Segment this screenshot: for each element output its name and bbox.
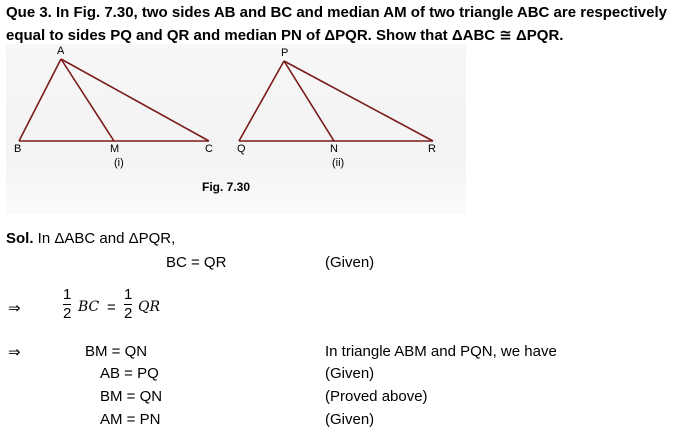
frac-left-num: 1 [63, 286, 72, 303]
left-var: BC [78, 299, 100, 315]
step4-statement: AB = PQ [100, 365, 159, 382]
fraction-right: 1 2 [124, 286, 133, 322]
step5-reason: (Proved above) [325, 388, 428, 405]
side-ac [60, 58, 210, 142]
frac-right-den: 2 [124, 305, 133, 322]
step6-reason: (Given) [325, 411, 375, 428]
step1-reason: (Given) [325, 254, 375, 271]
label-b: B [14, 143, 22, 155]
implies-arrow-2: ⇒ [8, 344, 21, 361]
side-pq [238, 60, 285, 142]
question-line-1: Que 3. In Fig. 7.30, two sides AB and BC… [6, 4, 667, 21]
step1-statement: BC = QR [166, 254, 227, 271]
step4-reason: (Given) [325, 365, 375, 382]
median-pn [283, 60, 335, 142]
side-ab [18, 58, 62, 142]
triangles-diagram [18, 58, 434, 142]
step5-statement: BM = QN [100, 388, 163, 405]
step6-statement: AM = PN [100, 411, 161, 428]
step3-statement: BM = QN [85, 343, 148, 360]
frac-right-bar [124, 304, 133, 305]
sol-intro-text: In ΔABC and ΔPQR, [33, 230, 176, 247]
solution-intro: Sol. In ΔABC and ΔPQR, [6, 230, 175, 247]
median-am [60, 58, 115, 142]
right-var: QR [138, 299, 161, 315]
label-r: R [428, 143, 436, 155]
label-a: A [57, 45, 65, 57]
caption-i: (i) [114, 157, 124, 169]
figure-7-30: A B M C (i) P Q N R (ii) Fig. 7.30 [6, 44, 466, 214]
question-line-2: equal to sides PQ and QR and median PN o… [6, 27, 564, 44]
figure-title: Fig. 7.30 [202, 180, 251, 194]
label-c: C [205, 143, 213, 155]
implies-arrow-1: ⇒ [8, 300, 21, 317]
label-p: P [281, 47, 289, 59]
triangle-pqr [238, 60, 434, 142]
caption-ii: (ii) [332, 157, 345, 169]
triangle-abc [18, 58, 210, 142]
label-m: M [110, 143, 120, 155]
side-pr [283, 60, 434, 142]
label-q: Q [237, 143, 246, 155]
sol-prefix: Sol. [6, 230, 34, 247]
equals-sign: = [107, 299, 116, 316]
step3-reason: In triangle ABM and PQN, we have [325, 343, 557, 360]
frac-right-num: 1 [124, 286, 133, 303]
fraction-left: 1 2 [63, 286, 72, 322]
frac-left-den: 2 [63, 305, 72, 322]
label-n: N [330, 143, 338, 155]
frac-left-bar [63, 304, 72, 305]
